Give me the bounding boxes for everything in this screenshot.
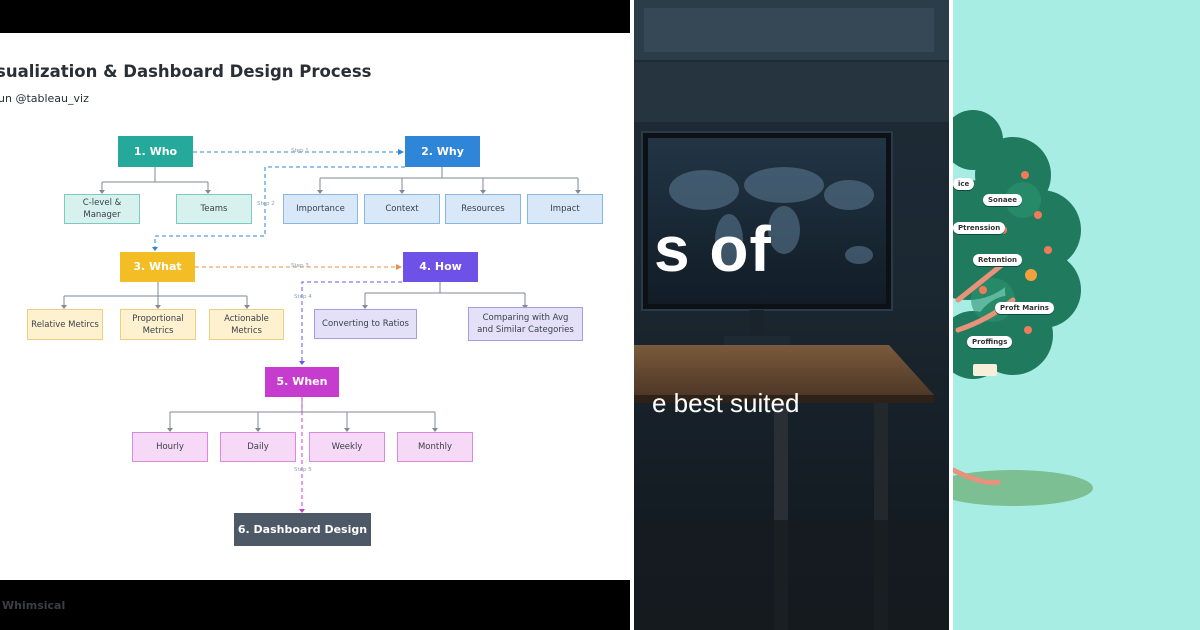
node-when-child[interactable]: Daily [220, 432, 296, 462]
office-scene-illustration [634, 0, 949, 630]
node-how-child[interactable]: Converting to Ratios [314, 309, 417, 339]
tree-tag: Sonaee [983, 194, 1023, 206]
node-who-child[interactable]: Teams [176, 194, 252, 224]
node-why-child[interactable]: Context [364, 194, 440, 224]
connector-lines [61, 149, 581, 513]
node-what[interactable]: 3. What [120, 252, 195, 282]
diagram-panel: sualization & Dashboard Design Process u… [0, 33, 630, 612]
step-label: Step 5 [294, 467, 312, 473]
step-label: Step 4 [294, 294, 312, 300]
panel-divider [949, 0, 953, 630]
diagram-subtitle: un @tableau_viz [0, 92, 89, 105]
photo-panel: s of e best suited [634, 0, 949, 630]
tree-illustration [953, 110, 1093, 506]
tree-tag: Retnntion [973, 254, 1022, 266]
node-why-child[interactable]: Impact [527, 194, 603, 224]
node-who[interactable]: 1. Who [118, 136, 193, 167]
tree-tag: Ptrenssion [953, 222, 1006, 234]
node-how-child[interactable]: Comparing with Avg and Similar Categorie… [468, 307, 583, 341]
node-dashboard-design[interactable]: 6. Dashboard Design [234, 513, 371, 546]
node-what-child[interactable]: Relative Metircs [27, 309, 103, 340]
node-when-child[interactable]: Hourly [132, 432, 208, 462]
tree-tag: Proft Marins [995, 302, 1054, 314]
node-when[interactable]: 5. When [265, 367, 339, 397]
node-what-child[interactable]: Actionable Metrics [209, 309, 284, 340]
whimsical-logo: Whimsical [2, 599, 66, 612]
node-why-child[interactable]: Importance [283, 194, 358, 224]
headline-text: s of [654, 213, 772, 285]
node-how[interactable]: 4. How [403, 252, 478, 282]
node-why-child[interactable]: Resources [445, 194, 521, 224]
tree-tag: Proffings [967, 336, 1013, 348]
panel-divider [630, 0, 634, 630]
diagram-title: sualization & Dashboard Design Process [0, 62, 372, 81]
step-label: Step 3 [291, 263, 309, 269]
node-who-child[interactable]: C-level & Manager [64, 194, 140, 224]
node-what-child[interactable]: Proportional Metrics [120, 309, 196, 340]
tree-tag: ice [953, 178, 975, 190]
step-label: Step 2 [257, 201, 275, 207]
node-why[interactable]: 2. Why [405, 136, 480, 167]
tree-panel: ice Sonaee Ptrenssion Retnntion Proft Ma… [953, 0, 1200, 630]
subline-text: e best suited [652, 388, 800, 418]
step-label: Step 1 [291, 148, 309, 154]
node-when-child[interactable]: Weekly [309, 432, 385, 462]
node-when-child[interactable]: Monthly [397, 432, 473, 462]
